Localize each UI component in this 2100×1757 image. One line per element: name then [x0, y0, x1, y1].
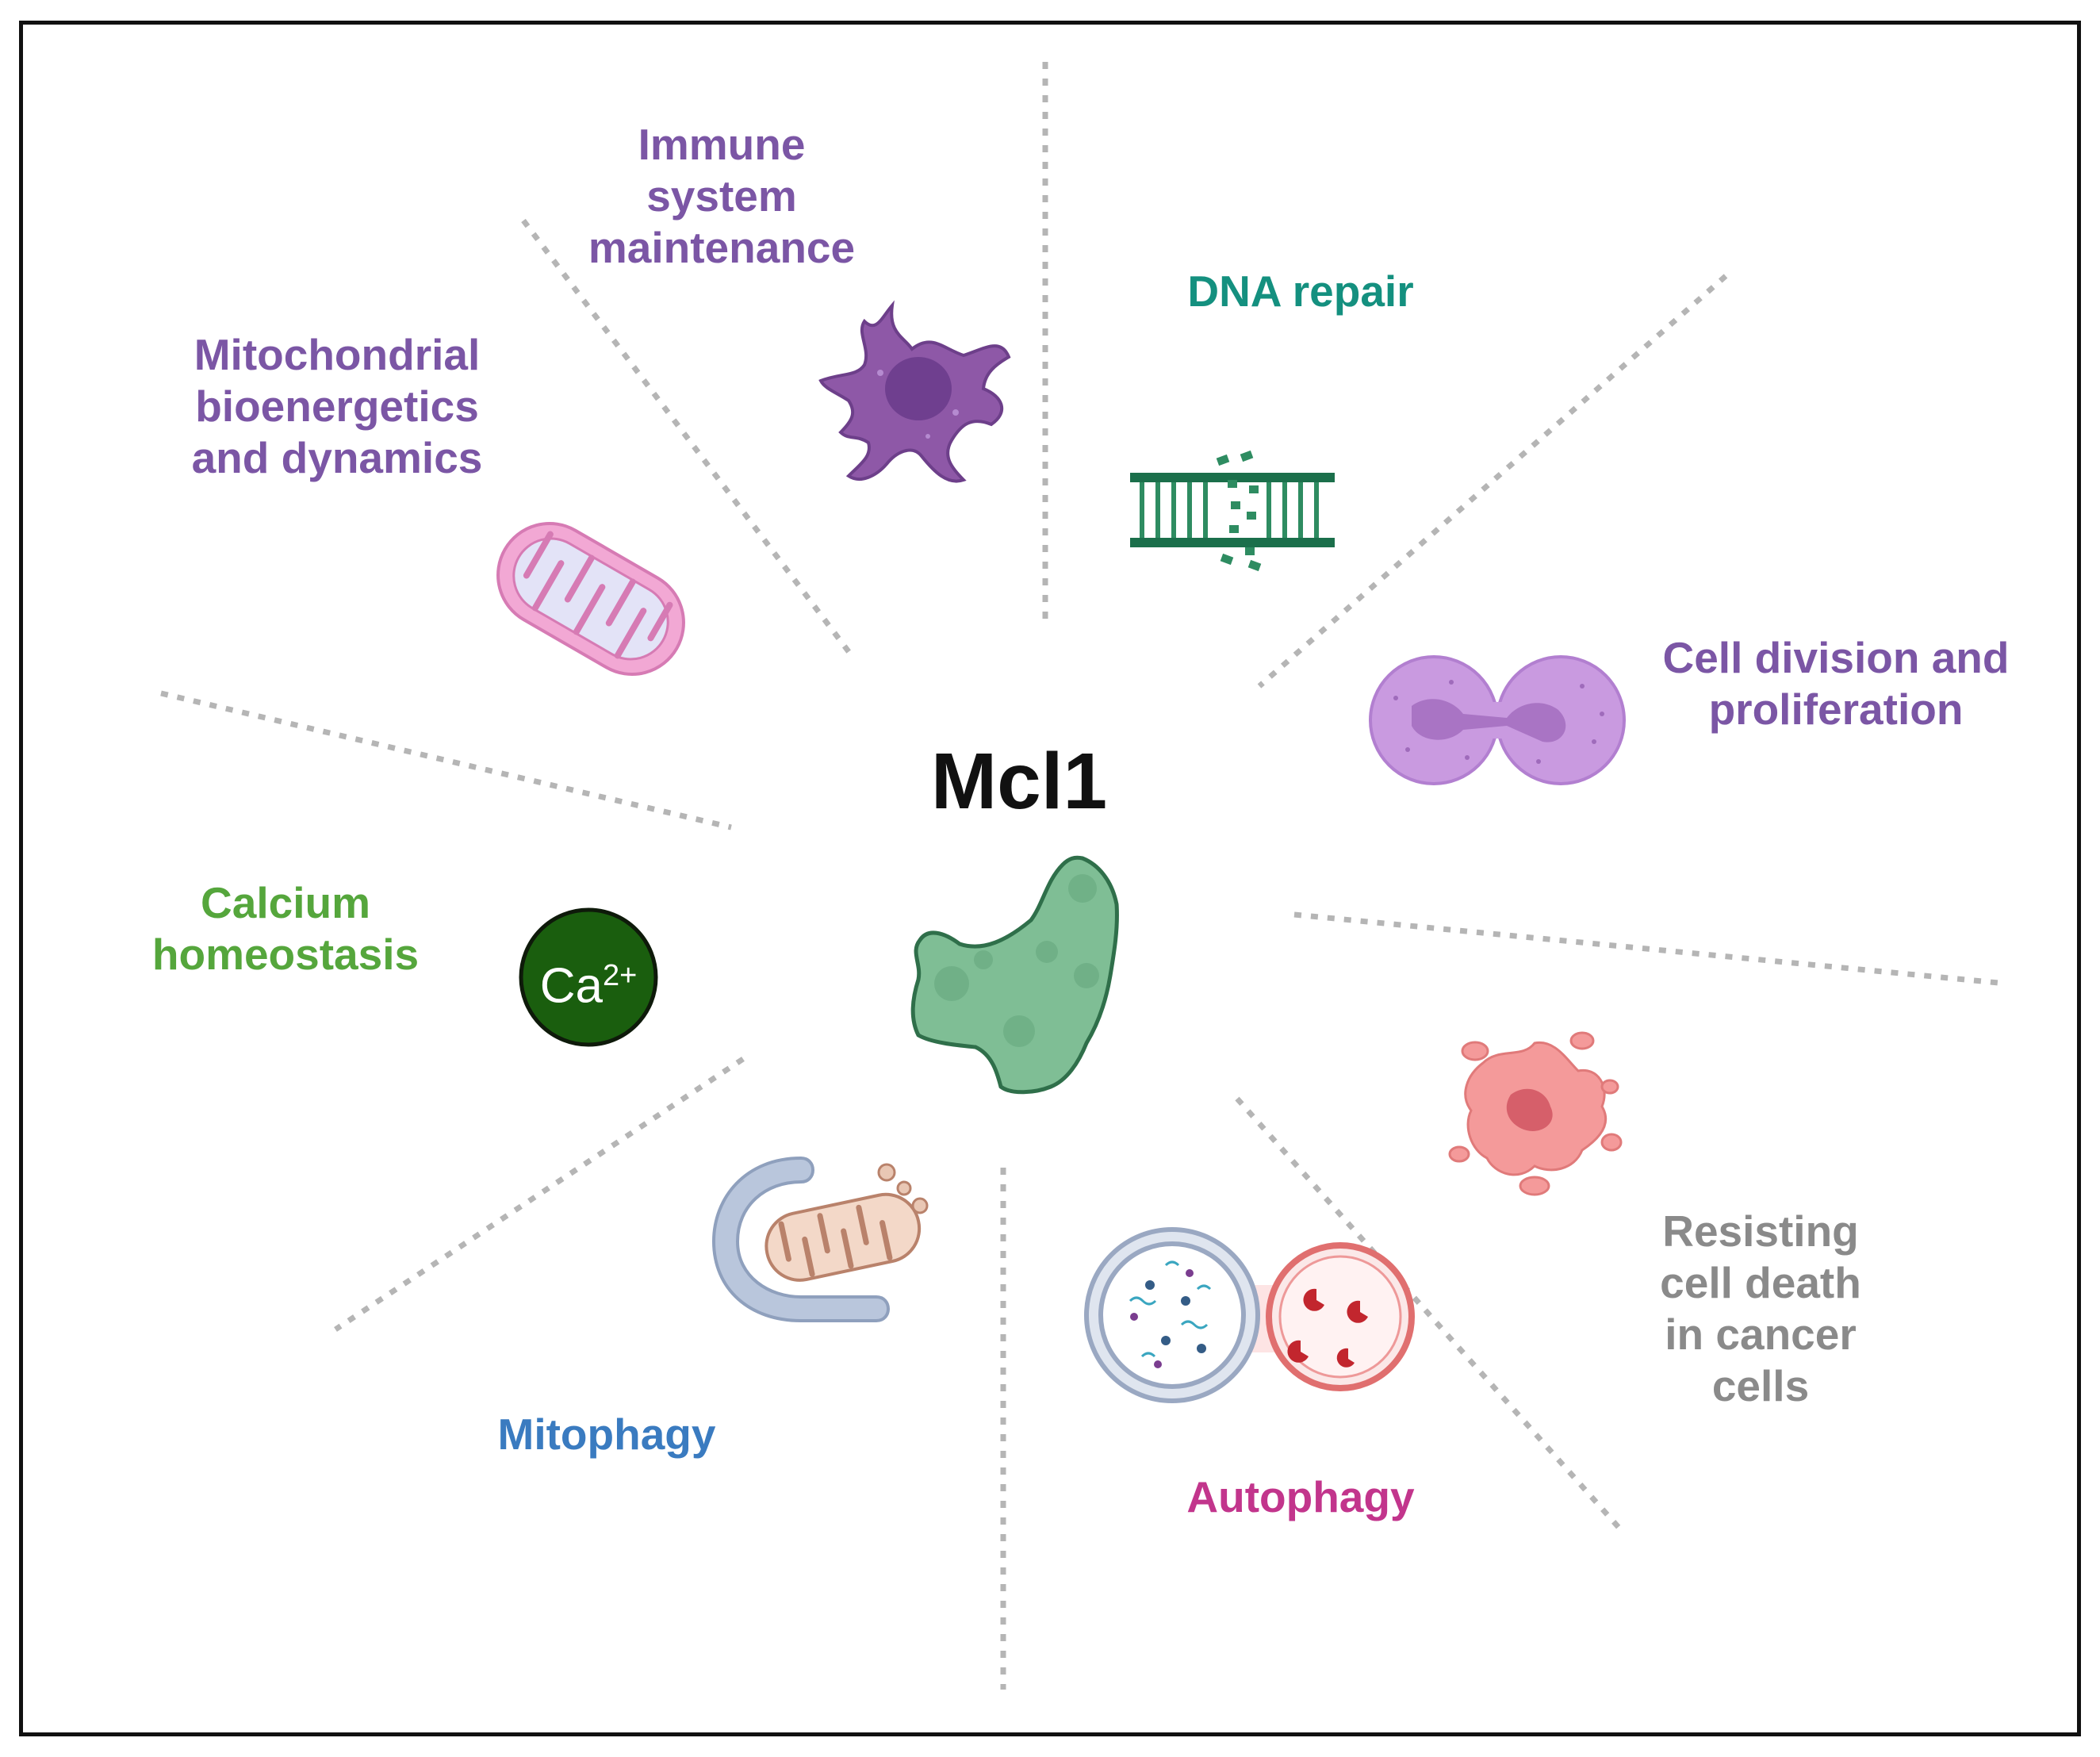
- divider-line: [1235, 1096, 1624, 1533]
- mcl1-protein-icon: [910, 855, 1119, 1095]
- label-mitochondrial-bioenergetics: Mitochondrial bioenergetics and dynamics: [191, 330, 483, 482]
- mitochondrion-icon: [496, 522, 685, 676]
- divider-line: [1257, 274, 1728, 689]
- label-calcium-homeostasis: Calcium homeostasis: [151, 878, 420, 979]
- center-title: Mcl1: [930, 737, 1108, 826]
- label-autophagy: Autophagy: [1186, 1472, 1415, 1521]
- label-resisting-cell-death: Resisting cell death in cancer cells: [1660, 1206, 1861, 1410]
- calcium-base: Ca: [539, 958, 603, 1014]
- divider-line: [334, 1057, 745, 1332]
- divider-line: [521, 218, 855, 659]
- label-mitophagy: Mitophagy: [497, 1410, 716, 1459]
- label-dna-repair: DNA repair: [1187, 267, 1414, 316]
- label-cell-division: Cell division and proliferation: [1662, 633, 2010, 734]
- divider-line: [160, 690, 732, 831]
- calcium-ion-icon: [519, 907, 658, 1047]
- divider-line: [1293, 911, 2007, 987]
- necrotic-cell-icon: [1448, 1031, 1623, 1196]
- label-immune-system: Immune system maintenance: [588, 120, 856, 272]
- calcium-symbol: Ca2+: [525, 944, 652, 1019]
- autophagosome-icon: [1084, 1227, 1415, 1403]
- calcium-charge: 2+: [602, 959, 638, 992]
- dendritic-cell-icon: [818, 300, 1011, 483]
- dna-helix-icon: [1130, 450, 1335, 572]
- mitophagy-icon: [711, 1156, 929, 1322]
- dividing-cell-icon: [1369, 655, 1626, 785]
- divider-lines: [160, 62, 2007, 1690]
